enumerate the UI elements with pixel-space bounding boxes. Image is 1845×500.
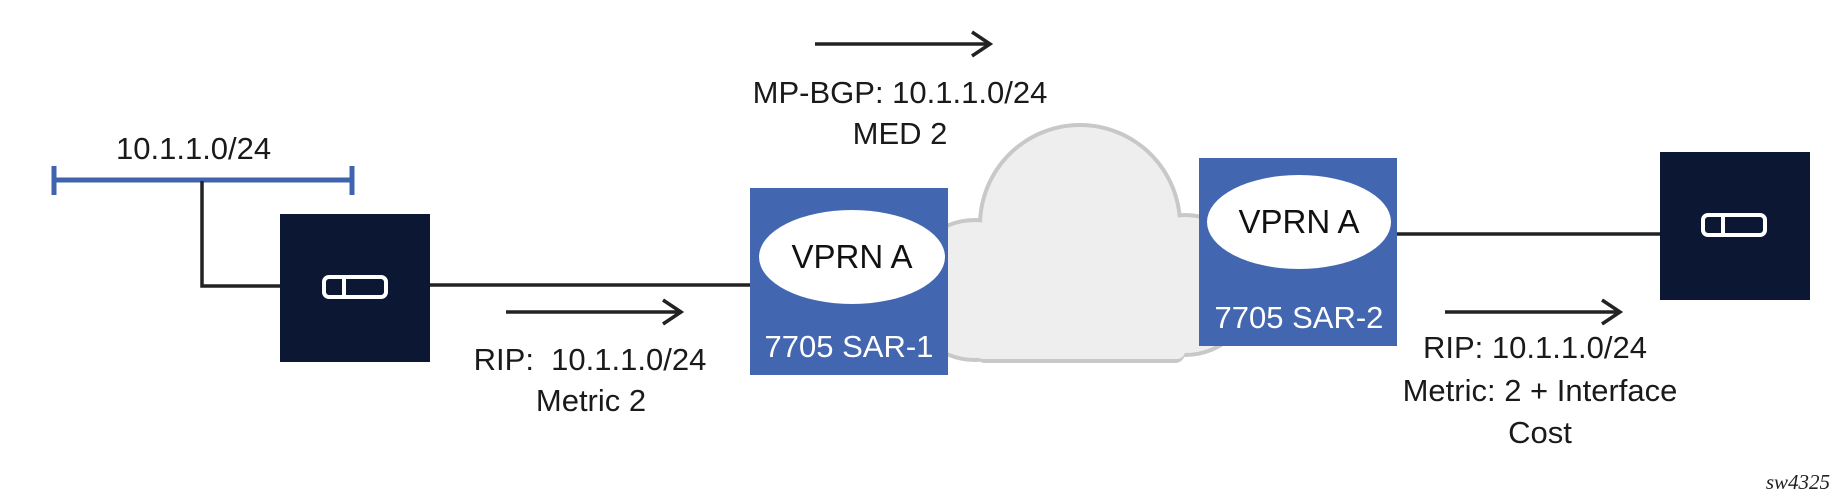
sar2-vprn-label: VPRN A xyxy=(1238,203,1359,240)
right-rip-line3: Cost xyxy=(1508,415,1572,450)
right-rip-arrow xyxy=(1445,298,1624,326)
right-rip-line2: Metric: 2 + Interface xyxy=(1403,373,1678,408)
sar1-node: VPRN A 7705 SAR-1 xyxy=(750,188,948,375)
left-device xyxy=(280,214,430,362)
subnet-to-device-link xyxy=(200,181,280,288)
mpbgp-arrow xyxy=(815,30,994,58)
mpbgp-line2: MED 2 xyxy=(853,116,948,151)
arrows xyxy=(506,30,1624,326)
sar1-vprn-label: VPRN A xyxy=(791,238,912,275)
subnet-bar xyxy=(51,166,355,195)
right-rip-line1: RIP: 10.1.1.0/24 xyxy=(1423,330,1647,365)
sar2-node: VPRN A 7705 SAR-2 xyxy=(1199,158,1397,346)
subnet-label: 10.1.1.0/24 xyxy=(116,131,271,166)
right-device xyxy=(1660,152,1810,300)
sar2-name: 7705 SAR-2 xyxy=(1215,300,1384,335)
left-rip-line2: Metric 2 xyxy=(536,383,646,418)
sar1-vprn-ellipse xyxy=(759,210,945,304)
figure-id: sw4325 xyxy=(1766,470,1830,494)
left-rip-arrow xyxy=(506,298,685,326)
left-rip-line1: RIP: 10.1.1.0/24 xyxy=(474,342,707,377)
link-lines xyxy=(200,181,1660,288)
sar2-vprn-ellipse xyxy=(1207,175,1391,269)
router-device-icon xyxy=(322,275,388,299)
sar1-name: 7705 SAR-1 xyxy=(765,329,934,364)
router-device-icon xyxy=(1701,213,1767,237)
mpbgp-line1: MP-BGP: 10.1.1.0/24 xyxy=(753,75,1048,110)
